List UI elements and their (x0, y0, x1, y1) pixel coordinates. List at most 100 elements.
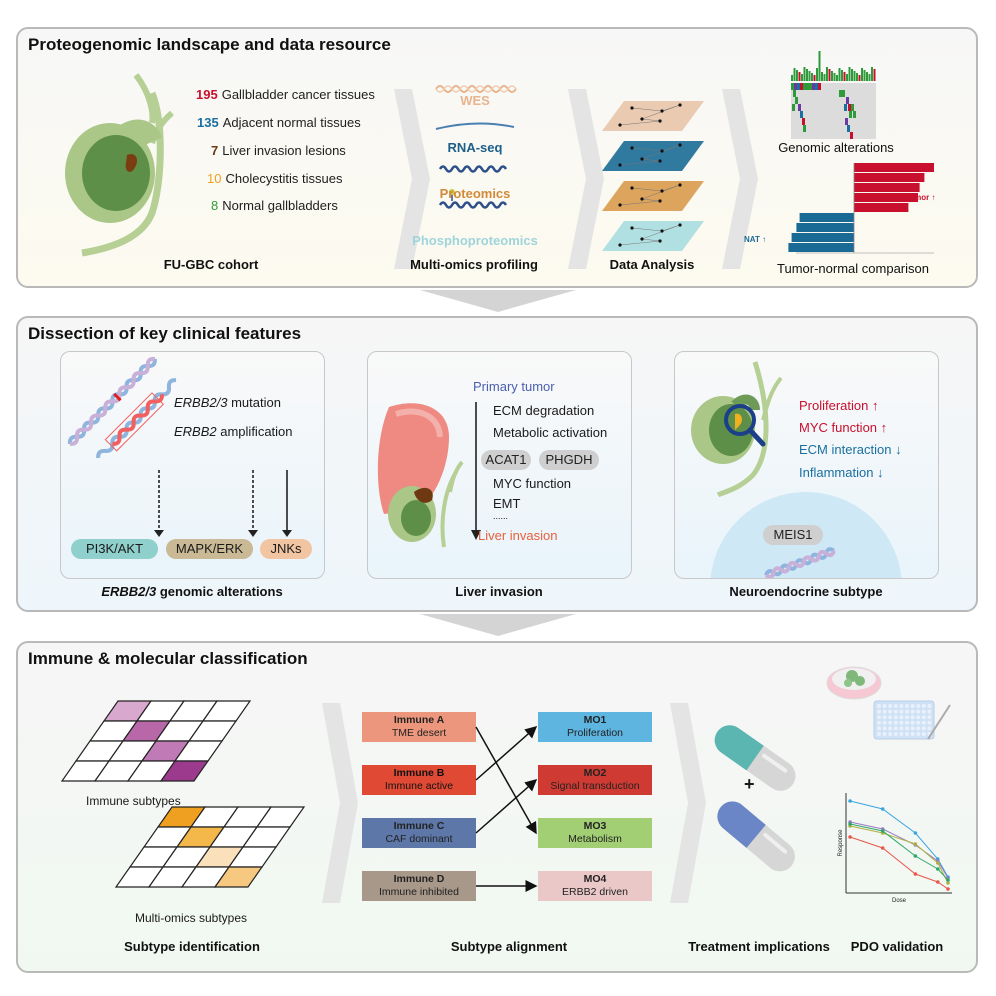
grid-cell (159, 760, 210, 782)
plate-well (916, 732, 921, 736)
mutation-count-bar (858, 75, 861, 81)
plate-well (916, 715, 921, 720)
chevron-down-icon (420, 290, 576, 312)
data-point (946, 881, 950, 885)
plate-well (927, 720, 932, 725)
omics-label-wes: WES (460, 93, 490, 108)
network-node (618, 243, 622, 247)
network-layer (602, 101, 704, 131)
data-point (946, 878, 950, 882)
network-edge (619, 160, 661, 166)
alteration-cell (800, 83, 803, 90)
alteration-cell (809, 83, 812, 90)
omics-caption: Multi-omics profiling (410, 257, 538, 272)
oncoprint-illustration (791, 51, 876, 139)
capsule-icon (714, 725, 796, 791)
neuro-caption: Neuroendocrine subtype (729, 584, 883, 599)
network-node (660, 189, 664, 193)
plate-well (905, 704, 909, 708)
progression-arrow (471, 402, 481, 540)
plus-sign: + (744, 774, 755, 794)
plate-well (927, 715, 932, 720)
plate-well (893, 732, 898, 736)
series-line (849, 821, 949, 879)
plate-well (921, 732, 926, 736)
mutation-count-bar (846, 74, 848, 81)
mutation-count-bar (836, 75, 838, 81)
omics-label-proteomics: Proteomics (439, 186, 511, 201)
plate-well (910, 704, 915, 708)
liver-start-label: Primary tumor (473, 379, 555, 394)
alteration-cell (803, 125, 806, 132)
alteration-cell (791, 83, 794, 90)
plate-well (882, 732, 887, 736)
alteration-cell (847, 125, 850, 132)
mutation-count-bar (796, 70, 798, 81)
cohort-label: Cholecystitis tissues (225, 171, 343, 186)
landscape-panel: Proteogenomic landscape and data resourc… (16, 27, 978, 288)
mutation-count-bar (793, 68, 796, 81)
plate-well (905, 726, 909, 731)
tumor-bar (854, 183, 920, 192)
plate-well (899, 726, 904, 731)
plate-well (899, 720, 904, 725)
grid-cell (213, 866, 264, 888)
nat-bar (788, 243, 854, 252)
mutation-count-bar (863, 70, 866, 81)
plate-well (921, 726, 926, 731)
liver-item: MYC function (493, 476, 572, 491)
tumor-bar (854, 203, 909, 212)
clinical-title: Dissection of key clinical features (28, 324, 302, 343)
alteration-cell (798, 104, 801, 111)
alignment-caption: Subtype alignment (450, 939, 568, 954)
network-node (640, 237, 644, 241)
plate-well (905, 715, 909, 720)
erbb-amplification-label: ERBB2 amplification (174, 424, 293, 439)
plate-well (877, 715, 881, 720)
network-edge (619, 240, 661, 246)
data-point (936, 867, 940, 871)
network-node (640, 117, 644, 121)
mutation-count-bar (838, 68, 841, 81)
neuro-feature: Proliferation ↑ (799, 398, 879, 413)
plate-well (921, 715, 926, 720)
plate-well (916, 704, 921, 708)
plate-well (910, 720, 915, 725)
alignment-arrows (475, 726, 538, 892)
plate-well (882, 704, 887, 708)
subtype-grids (60, 700, 306, 888)
erbb-mutation-label: ERBB2/3 mutation (174, 395, 281, 410)
alteration-cell (815, 83, 818, 90)
alteration-cell (806, 83, 809, 90)
alteration-cell (845, 118, 848, 125)
cohort-count: 10 (207, 171, 222, 186)
plate-well (916, 720, 921, 725)
plate-well (893, 720, 898, 725)
plate-well (927, 704, 932, 708)
dna-helix-icon (67, 356, 177, 459)
plate-well (882, 720, 887, 725)
plate-well (899, 704, 904, 708)
liver-box: Primary tumor ECM degradation Metabolic … (367, 351, 632, 579)
x-axis-label: Dose (892, 898, 907, 904)
network-node (658, 239, 662, 243)
plate-well (905, 732, 909, 736)
alteration-cell (849, 111, 852, 118)
network-layer (602, 181, 704, 211)
data-point (913, 854, 918, 858)
plate-well (910, 732, 915, 736)
cohort-count: 195 (196, 87, 218, 102)
mutation-count-bar (803, 67, 806, 81)
mutation-count-bar (791, 75, 793, 81)
plate-well (905, 720, 909, 725)
plate-well (888, 732, 893, 736)
neuro-feature: MYC function ↑ (799, 420, 888, 435)
data-point (946, 887, 950, 891)
network-node (658, 119, 662, 123)
plate-well (877, 720, 881, 725)
